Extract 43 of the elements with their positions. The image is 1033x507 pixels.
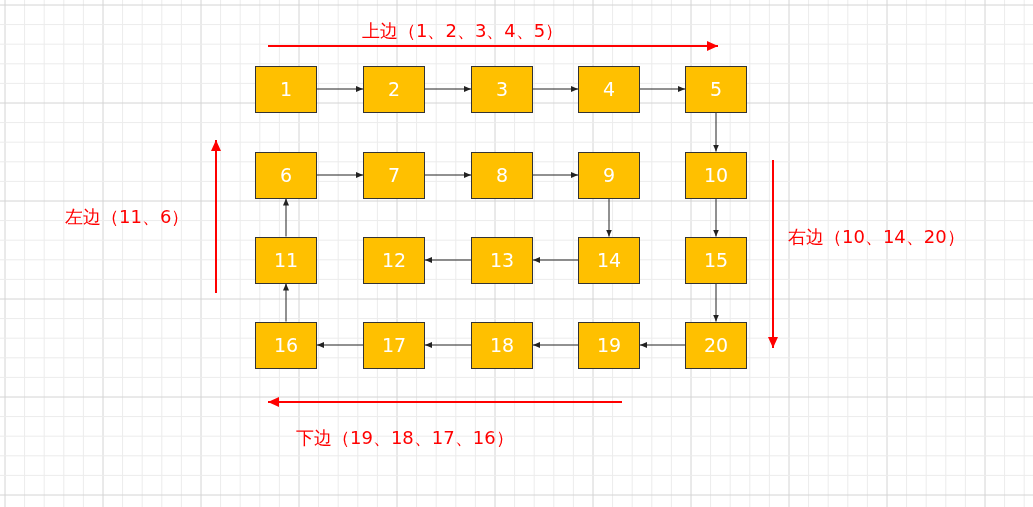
process-box: 11 (255, 236, 317, 284)
arrow (713, 198, 719, 237)
process-box: 10 (685, 151, 747, 199)
process-box: 6 (255, 151, 317, 199)
process-box: 15 (685, 236, 747, 284)
process-box: 16 (255, 321, 317, 369)
process-box: 1 (255, 65, 317, 113)
arrow (639, 342, 686, 348)
process-box: 8 (471, 151, 533, 199)
direction-label: 右边（10、14、20） (788, 225, 965, 249)
arrow (532, 172, 579, 178)
arrow (424, 342, 472, 348)
arrow (713, 283, 719, 322)
direction-label: 上边（1、2、3、4、5） (362, 19, 564, 43)
process-box: 9 (578, 151, 640, 199)
process-box: 20 (685, 321, 747, 369)
process-box: 12 (363, 236, 425, 284)
process-box: 3 (471, 65, 533, 113)
process-box: 2 (363, 65, 425, 113)
arrow (424, 172, 472, 178)
arrow (532, 342, 579, 348)
arrow (639, 86, 686, 92)
process-box: 5 (685, 65, 747, 113)
arrow (424, 257, 472, 263)
arrow (316, 172, 364, 178)
process-box: 4 (578, 65, 640, 113)
arrow (532, 86, 579, 92)
arrow (316, 342, 364, 348)
arrow (713, 112, 719, 152)
direction-label: 左边（11、6） (65, 205, 190, 229)
arrow (283, 198, 289, 237)
process-box: 17 (363, 321, 425, 369)
process-box: 14 (578, 236, 640, 284)
process-box: 18 (471, 321, 533, 369)
arrow (283, 283, 289, 322)
arrow (532, 257, 579, 263)
process-box: 7 (363, 151, 425, 199)
arrow (424, 86, 472, 92)
arrow (606, 198, 612, 237)
arrow (316, 86, 364, 92)
direction-label: 下边（19、18、17、16） (296, 426, 514, 450)
process-box: 19 (578, 321, 640, 369)
process-box: 13 (471, 236, 533, 284)
